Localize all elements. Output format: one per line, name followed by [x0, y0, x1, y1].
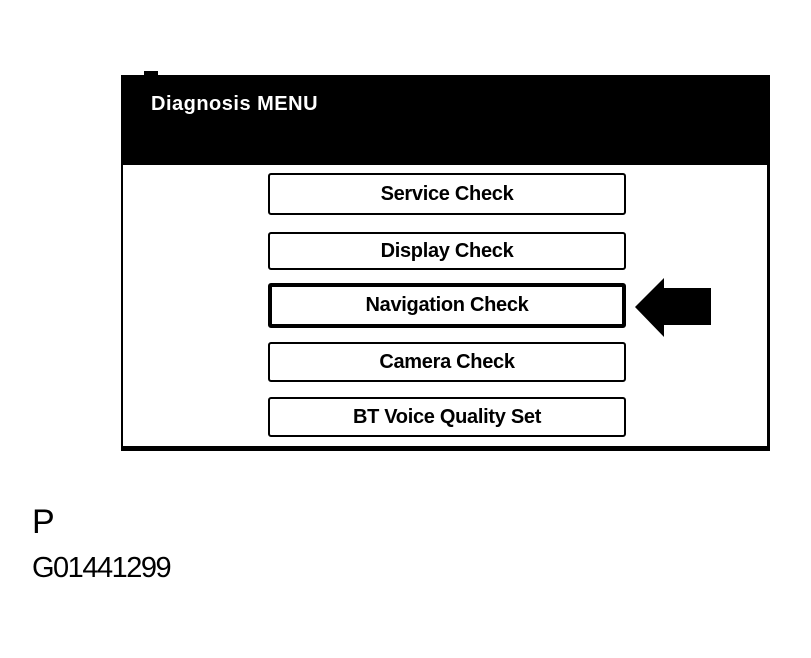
menu-button-label: BT Voice Quality Set [352, 405, 542, 428]
screen-title: Diagnosis MENU [151, 93, 319, 115]
menu-button-label: Display Check [380, 239, 514, 262]
menu-button-service-check[interactable]: Service Check [268, 173, 626, 215]
menu-button-display-check[interactable]: Display Check [268, 232, 626, 270]
menu-button-label: Camera Check [379, 350, 515, 373]
diagnosis-menu-screen: Diagnosis MENU Service Check Display Che… [121, 75, 770, 451]
menu-button-label: Service Check [380, 182, 514, 205]
menu-button-camera-check[interactable]: Camera Check [268, 342, 626, 382]
screen-header: Diagnosis MENU [123, 77, 767, 165]
caption-page-label: P [32, 503, 55, 541]
left-arrow-icon [635, 278, 711, 337]
menu-button-bt-voice-quality-set[interactable]: BT Voice Quality Set [268, 397, 626, 437]
menu-button-label: Navigation Check [365, 294, 529, 316]
caption-figure-code: G01441299 [32, 552, 172, 584]
scan-artifact [144, 71, 158, 75]
menu-button-navigation-check[interactable]: Navigation Check [268, 283, 626, 328]
